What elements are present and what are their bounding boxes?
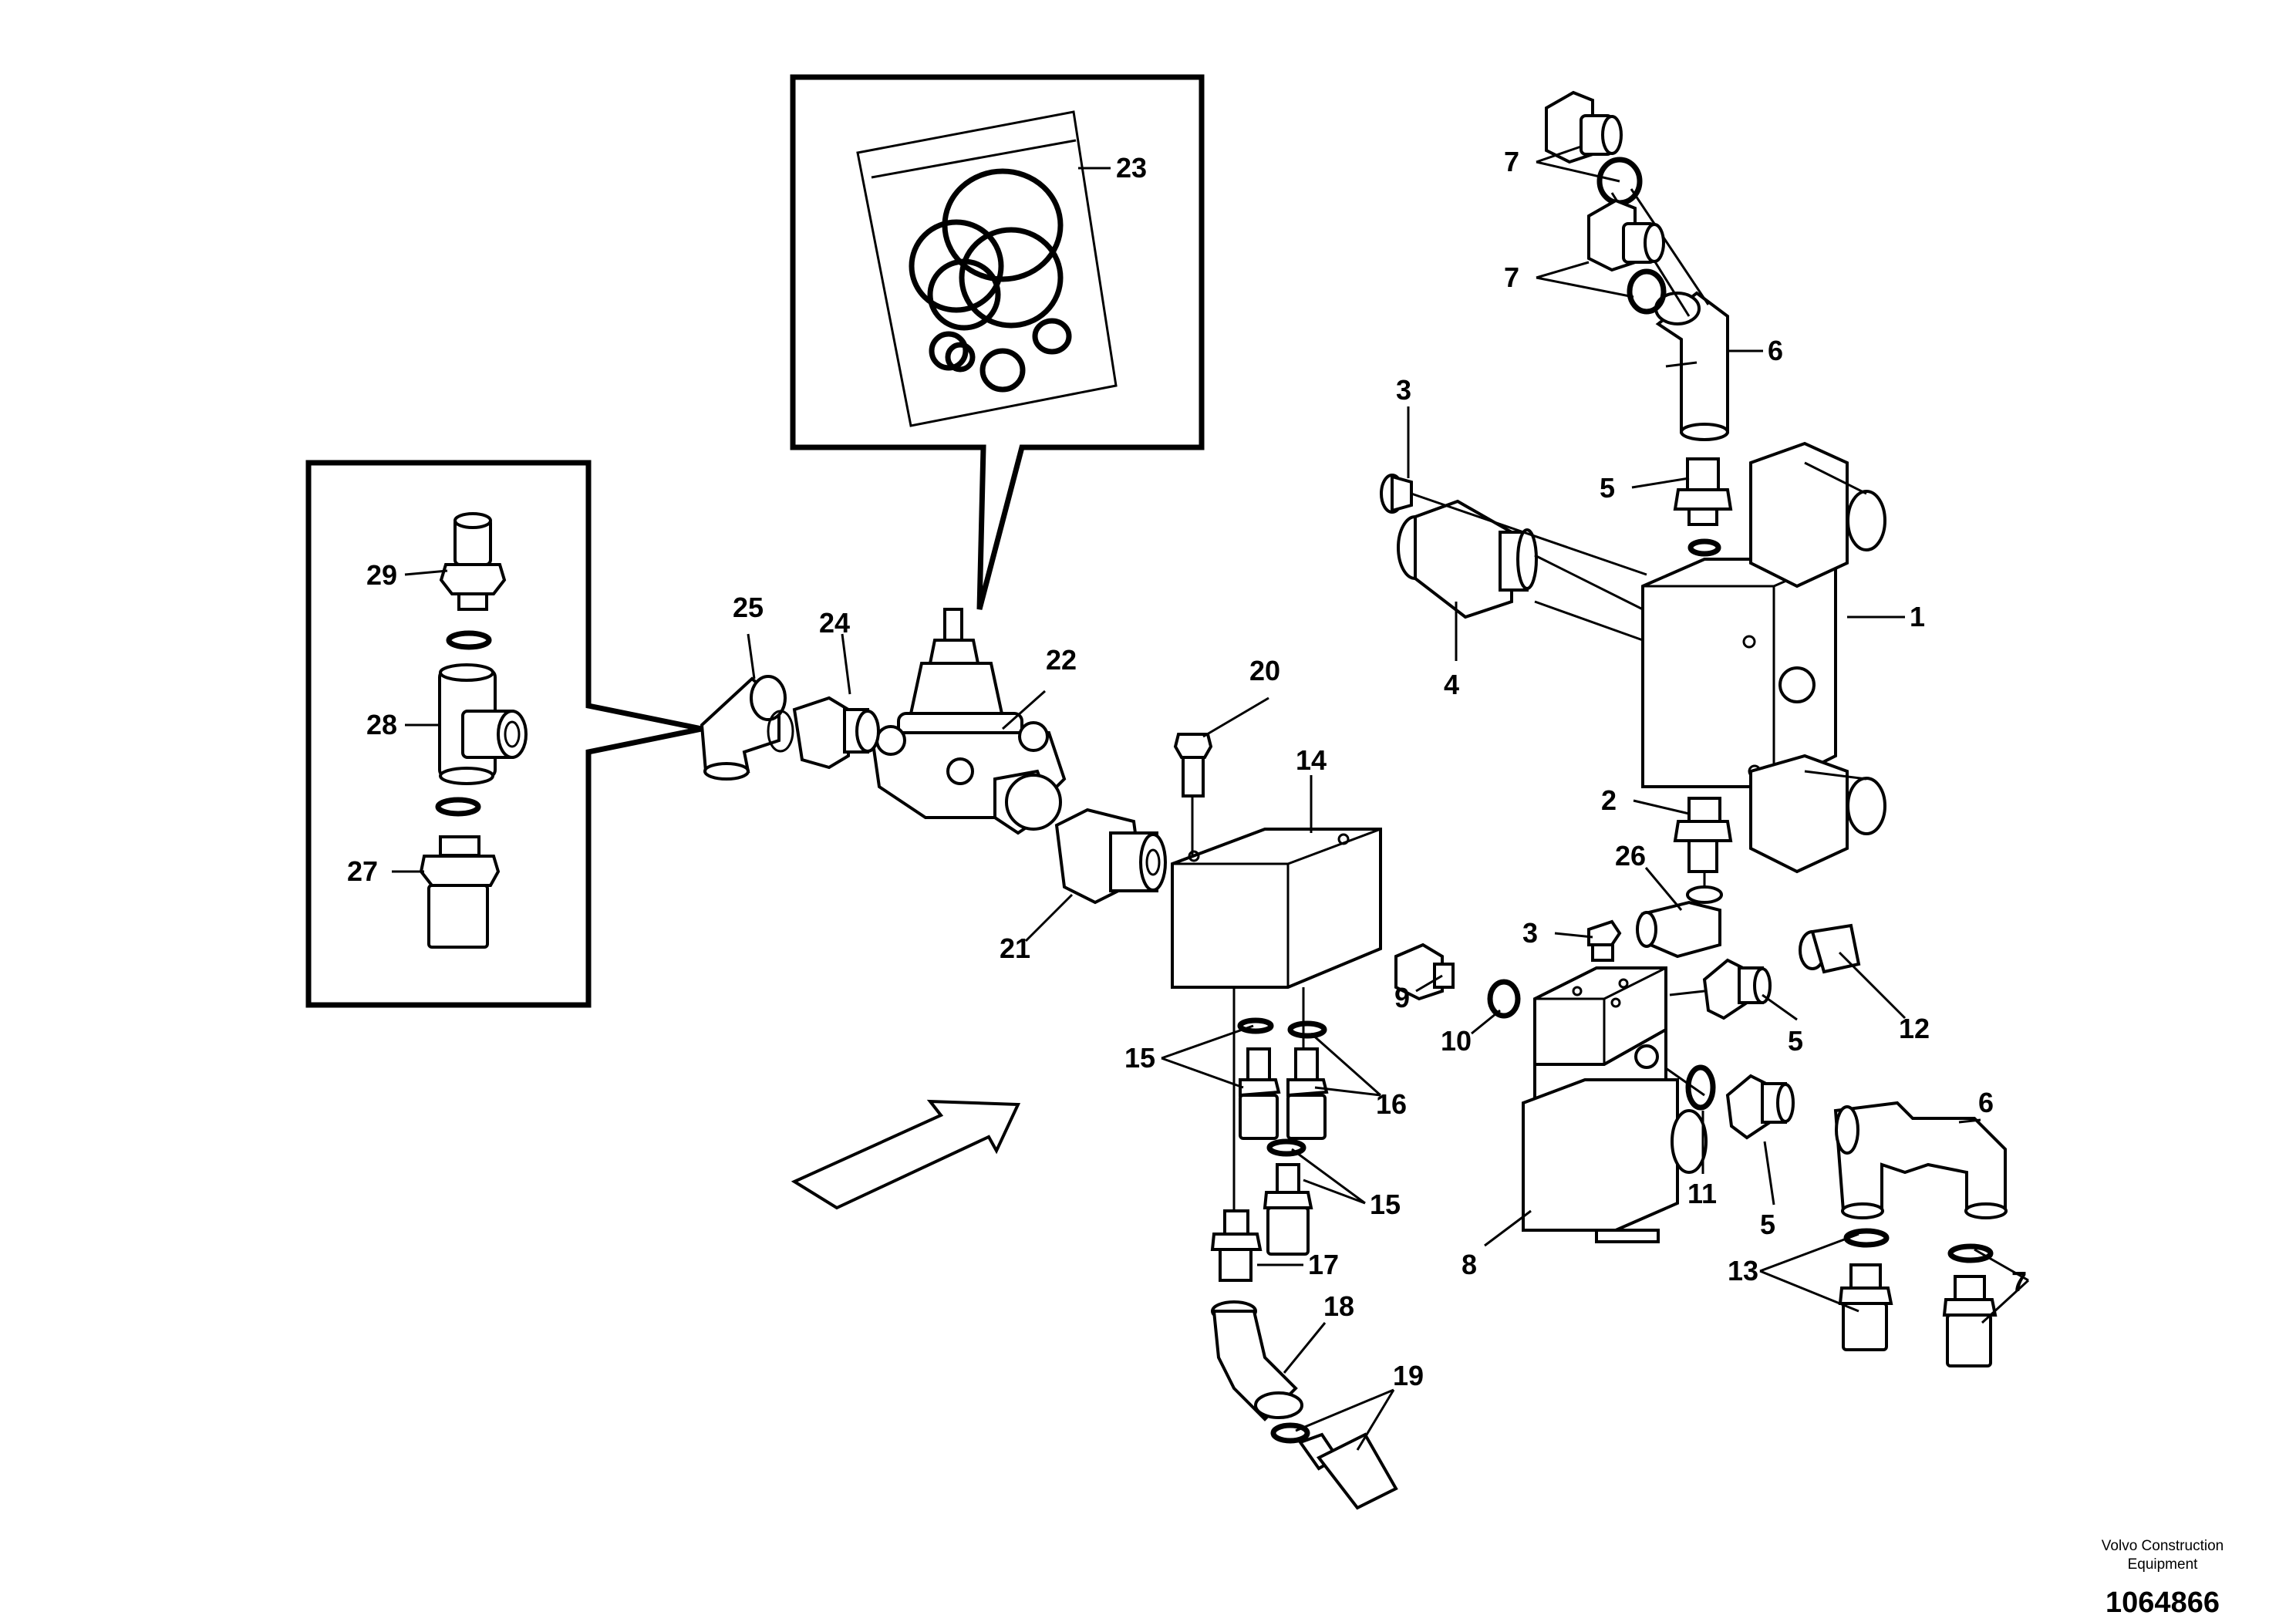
footer-company-line2: Equipment — [2128, 1556, 2199, 1573]
part-25-elbow — [700, 675, 787, 781]
direction-arrow — [791, 1099, 1021, 1210]
label-29: 29 — [366, 559, 397, 591]
label-11: 11 — [1687, 1178, 1717, 1209]
label-13: 13 — [1728, 1255, 1758, 1286]
part-22-regulator-valve — [869, 608, 1067, 835]
part-27-adapter — [419, 835, 501, 949]
label-7-middle: 7 — [1504, 261, 1519, 293]
callout-labels: 23 7 7 6 3 5 1 4 20 25 24 22 29 28 27 14… — [347, 146, 2027, 1391]
label-28: 28 — [366, 709, 397, 740]
label-18: 18 — [1323, 1290, 1354, 1322]
part-3-plug-lower — [1587, 919, 1622, 962]
label-27: 27 — [347, 855, 378, 887]
label-1: 1 — [1910, 601, 1925, 632]
part-17-nipple — [1210, 1209, 1263, 1282]
part-6-bent-tube-lower — [1833, 1101, 2008, 1219]
seal-kit-bag — [856, 110, 1118, 427]
label-23: 23 — [1116, 152, 1147, 184]
label-21: 21 — [1000, 932, 1030, 964]
part-21-connector — [1054, 808, 1167, 905]
part-5-nipple-lower-left — [1702, 958, 1772, 1020]
label-4: 4 — [1444, 669, 1459, 700]
part-29-adapter — [439, 512, 507, 611]
part-16-fitting — [1286, 1047, 1329, 1140]
part-12-elbow — [1799, 923, 1861, 974]
label-7-bottom: 7 — [2011, 1266, 2027, 1297]
label-3-lower: 3 — [1522, 917, 1538, 949]
part-26-elbow — [1636, 885, 1723, 959]
part-9-plug — [1394, 943, 1455, 1001]
part-15-fitting-upper — [1239, 1047, 1281, 1140]
label-15-lower: 15 — [1370, 1189, 1401, 1220]
label-9: 9 — [1394, 982, 1410, 1013]
part-7-adapter-top — [1545, 90, 1623, 164]
part-7-adapter-middle — [1587, 198, 1665, 272]
part-14-valve-block — [1171, 828, 1382, 989]
label-20: 20 — [1249, 655, 1280, 686]
label-6-upper: 6 — [1768, 335, 1783, 366]
label-10: 10 — [1441, 1025, 1472, 1057]
part-15-fitting-lower — [1263, 1163, 1313, 1256]
label-6-lower: 6 — [1978, 1087, 1994, 1118]
label-25: 25 — [733, 592, 764, 623]
part-1-main-valve — [1641, 441, 1886, 874]
part-20-bolt — [1173, 733, 1213, 798]
label-16: 16 — [1376, 1088, 1407, 1120]
label-5-upper: 5 — [1600, 472, 1615, 504]
label-5-lower-left: 5 — [1788, 1025, 1803, 1057]
part-19-sensor — [1270, 1422, 1398, 1510]
part-7-adapter-bottom — [1942, 1275, 1998, 1367]
label-22: 22 — [1046, 644, 1077, 676]
seal-kit-detail-box — [790, 74, 1205, 610]
part-5-nipple-lower-right — [1725, 1074, 1795, 1140]
label-26: 26 — [1615, 840, 1646, 872]
label-7-top: 7 — [1504, 146, 1519, 177]
label-3-upper: 3 — [1396, 374, 1411, 406]
part-8-solenoid-valve — [1522, 966, 1708, 1243]
label-8: 8 — [1462, 1249, 1477, 1280]
part-24-nipple — [767, 696, 880, 770]
footer-company-line1: Volvo Construction — [2102, 1538, 2224, 1554]
label-19: 19 — [1393, 1360, 1424, 1391]
part-28-tee — [438, 663, 528, 785]
label-17: 17 — [1308, 1249, 1339, 1280]
label-12: 12 — [1899, 1013, 1930, 1044]
part-13-adapter — [1838, 1263, 1893, 1351]
part-6-bent-tube-upper — [1654, 291, 1729, 441]
label-14: 14 — [1296, 744, 1327, 776]
label-24: 24 — [819, 607, 850, 639]
figure-number: 1064866 — [2106, 1587, 2220, 1619]
part-2-nipple — [1673, 797, 1733, 873]
label-2: 2 — [1601, 784, 1617, 816]
part-18-elbow-45 — [1211, 1300, 1303, 1421]
part-5-nipple-upper — [1673, 457, 1733, 526]
part-3-plug-upper — [1380, 474, 1413, 514]
part-4-pressure-sensor — [1397, 499, 1538, 619]
fitting-detail-box — [305, 460, 703, 1008]
label-15-upper: 15 — [1124, 1042, 1155, 1074]
leader-lines — [392, 145, 2030, 1451]
footer: Volvo Construction Equipment 1064866 — [2102, 1538, 2224, 1619]
label-5-lower-right: 5 — [1760, 1209, 1775, 1240]
